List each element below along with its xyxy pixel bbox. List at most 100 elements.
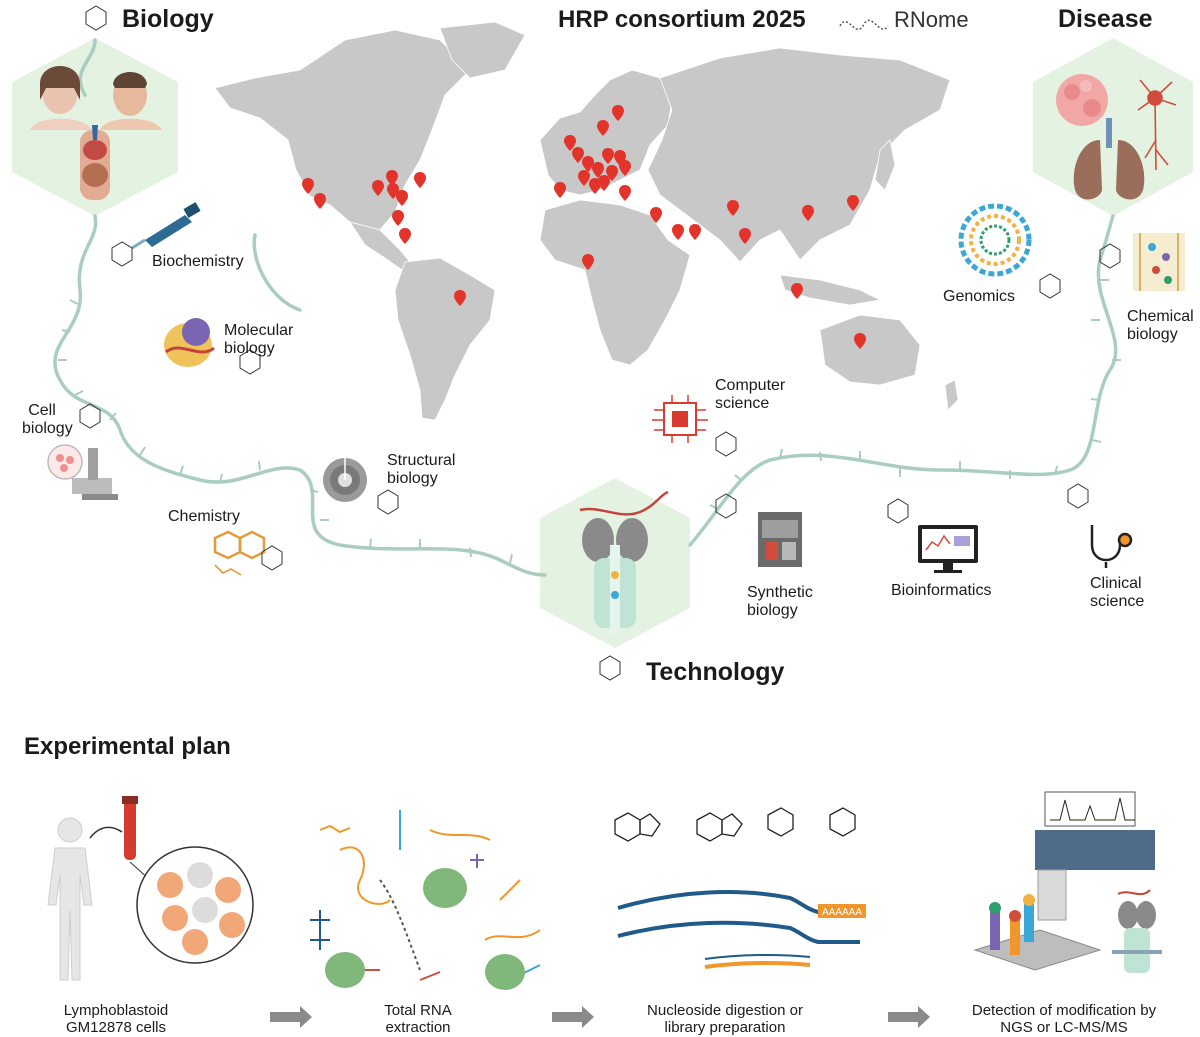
location-pin-icon — [597, 120, 609, 136]
new-zealand-shape — [944, 379, 959, 411]
label-synthetic-biology: Synthetic biology — [747, 584, 813, 619]
lungs-icon — [1073, 118, 1145, 200]
location-pin-icon — [602, 148, 614, 164]
label-clinical-science: Clinical science — [1090, 575, 1145, 610]
north-america-shape — [214, 29, 471, 231]
technology-title: Technology — [646, 658, 785, 686]
australia-shape — [819, 314, 921, 386]
location-pin-icon — [582, 156, 594, 172]
label-structural-biology: Structural biology — [387, 452, 456, 487]
label-bioinformatics: Bioinformatics — [891, 582, 992, 599]
location-pin-icon — [589, 178, 601, 194]
sampling-arrow — [89, 826, 123, 839]
plan-step-4: Detection of modification by NGS or LC-M… — [971, 1002, 1157, 1036]
plan-step-3: Nucleoside digestion or library preparat… — [647, 1002, 803, 1036]
circuit-chip-icon — [652, 395, 708, 443]
world-map — [214, 21, 959, 421]
location-pin-icon — [454, 290, 466, 306]
nanopore-detection-icon — [1112, 889, 1162, 973]
arrow-right-icon — [270, 1006, 312, 1028]
pipette-icon — [131, 202, 201, 250]
south-america-shape — [394, 257, 496, 421]
location-pin-icon — [650, 207, 662, 223]
ribosome-icon — [325, 868, 525, 990]
location-pin-icon — [314, 193, 326, 209]
greenland-shape — [439, 21, 526, 79]
location-pin-icon — [854, 333, 866, 349]
location-pin-icon — [802, 205, 814, 221]
rna-strand-bases — [58, 279, 1121, 564]
indonesia-shape — [779, 274, 882, 306]
sequencing-flow-cell-icon — [973, 894, 1102, 971]
experimental-plan-illustration: AAAAAA — [47, 791, 1162, 1028]
disease-icons — [1056, 74, 1177, 200]
consortium-title: HRP consortium 2025 — [558, 6, 806, 33]
location-pin-icon — [847, 195, 859, 211]
location-pin-icon — [592, 162, 604, 178]
arrow-right-icon — [552, 1006, 594, 1028]
dna-synthesizer-icon — [758, 512, 802, 567]
location-pin-icon — [578, 170, 590, 186]
stethoscope-icon — [1090, 525, 1133, 568]
location-pin-icon — [619, 185, 631, 201]
location-pin-icon — [386, 170, 398, 186]
location-pin-icon — [606, 165, 618, 181]
chemical-ring-icon — [213, 530, 266, 576]
location-pin-icon — [619, 160, 631, 176]
location-pin-icon — [689, 224, 701, 240]
tumor-cell-icon — [1056, 74, 1108, 126]
location-pin-icon — [739, 228, 751, 244]
rna-strand — [53, 38, 1118, 577]
genomics-circos-icon — [958, 203, 1032, 277]
consortium-member-pins — [302, 105, 866, 349]
poly-a-label: AAAAAA — [822, 907, 862, 918]
arrow-right-icon — [888, 1006, 930, 1028]
human-figures-icon — [30, 66, 162, 200]
location-pin-icon — [572, 147, 584, 163]
location-pin-icon — [387, 183, 399, 199]
japan-shape — [874, 139, 896, 191]
chemical-biology-icon — [1133, 233, 1185, 291]
rnome-wave-icon — [839, 19, 889, 31]
consortium-illustration — [12, 5, 1193, 681]
disease-title: Disease — [1058, 5, 1153, 33]
location-pin-icon — [612, 105, 624, 121]
label-molecular-biology: Molecular biology — [224, 322, 294, 357]
diffraction-pattern-icon — [323, 458, 367, 502]
location-pin-icon — [672, 224, 684, 240]
mass-spectrometer-icon — [1035, 791, 1155, 921]
nucleoside-structures-icon — [614, 807, 856, 842]
location-pin-icon — [554, 182, 566, 198]
location-pin-icon — [392, 210, 404, 226]
location-pin-icon — [372, 180, 384, 196]
plan-step-2: Total RNA extraction — [384, 1002, 452, 1036]
location-pin-icon — [414, 172, 426, 188]
step-arrows — [270, 1006, 930, 1028]
person-silhouette-icon — [47, 817, 93, 981]
africa-shape — [539, 199, 691, 366]
location-pin-icon — [727, 200, 739, 216]
label-cell-biology: Cell biology — [22, 402, 73, 437]
location-pin-icon — [791, 283, 803, 299]
label-computer-science: Computer science — [715, 377, 786, 412]
label-genomics: Genomics — [943, 288, 1016, 305]
label-chemistry: Chemistry — [168, 508, 241, 525]
protein-rna-complex-icon — [164, 318, 215, 367]
location-pin-icon — [302, 178, 314, 194]
cell-culture-magnified-icon — [136, 846, 254, 964]
asia-shape — [647, 47, 951, 263]
biology-title: Biology — [122, 5, 214, 33]
label-biochemistry: Biochemistry — [152, 253, 244, 270]
poly-a-tail: AAAAAA — [818, 904, 866, 918]
location-pin-icon — [582, 254, 594, 270]
rnome-logo-text: RNome — [894, 7, 969, 32]
plan-step-1: Lymphoblastoid GM12878 cells — [63, 1002, 169, 1036]
rnome-logo: RNome — [838, 6, 973, 38]
location-pin-icon — [598, 175, 610, 191]
nanopore-icon — [579, 490, 669, 635]
label-chemical-biology: Chemical biology — [1127, 308, 1194, 343]
location-pin-icon — [399, 228, 411, 244]
monitor-icon — [918, 525, 978, 573]
rna-species-icon — [310, 810, 541, 981]
blood-tube-icon — [122, 796, 138, 860]
